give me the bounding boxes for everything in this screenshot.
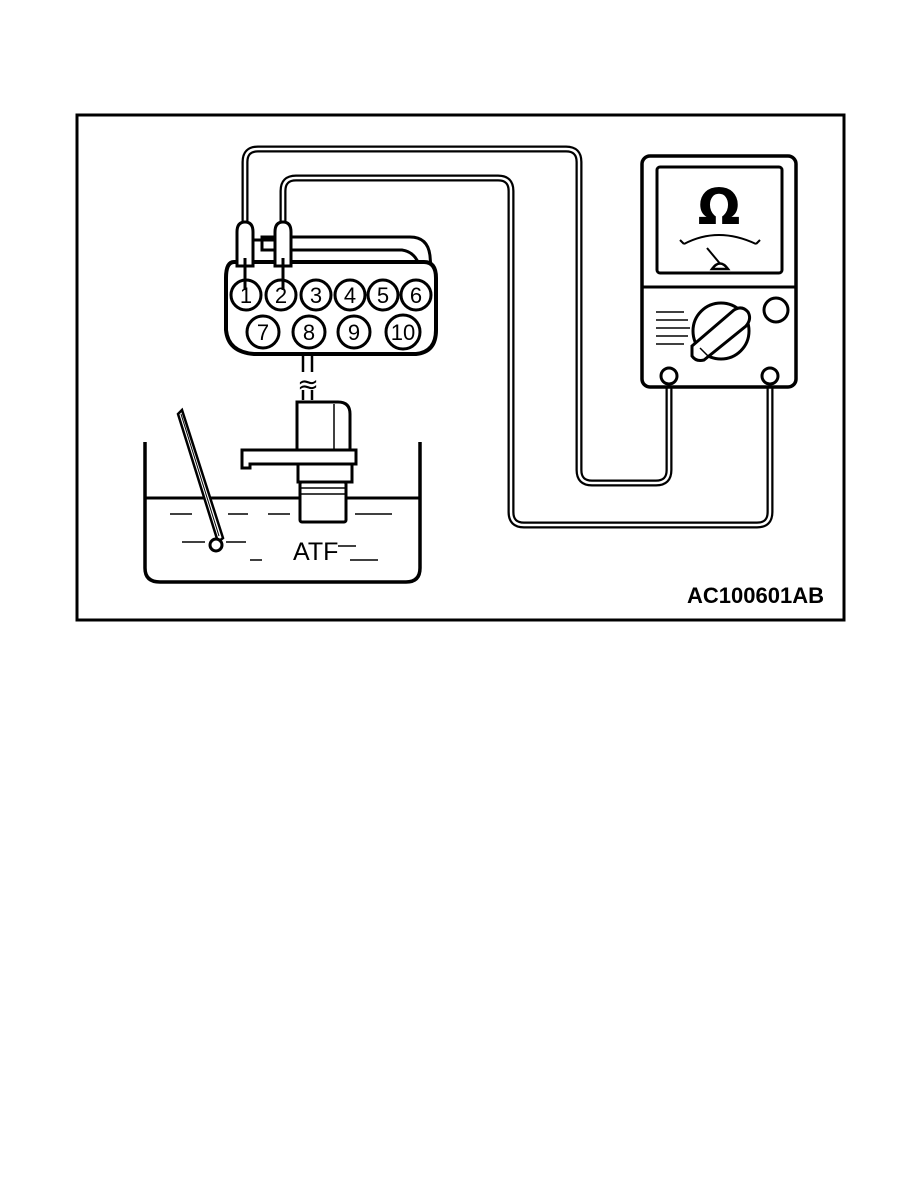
ohmmeter-display <box>655 165 784 275</box>
probe-pin-1 <box>235 220 255 290</box>
ohm-symbol: Ω <box>698 178 741 236</box>
range-selector-knob <box>690 306 752 362</box>
meter-terminal-right <box>760 366 780 386</box>
wire-pin1-to-meter-core <box>243 147 671 485</box>
probe-pin-2 <box>273 220 293 290</box>
pin-5-circle <box>366 278 400 312</box>
resistance-measurement-diagram: 1 2 3 4 5 6 7 8 9 10 ≈ <box>75 113 846 622</box>
pin-8-label: 8 <box>303 320 315 345</box>
pin-4-label: 4 <box>344 283 356 308</box>
meter-scale-arc <box>683 234 757 245</box>
sensor-body-tip <box>298 480 348 524</box>
thermometer-bulb <box>208 537 224 553</box>
fluid-surface <box>145 498 420 582</box>
pin-2-label: 2 <box>275 283 287 308</box>
fluid-label: ATF <box>293 538 338 566</box>
zero-adjust-knob <box>762 296 790 324</box>
thermometer <box>176 407 225 553</box>
pin-9-circle <box>336 314 372 350</box>
pin-2-circle <box>264 278 298 312</box>
sensor-head <box>295 400 352 452</box>
cable-break-mark: ≈ <box>297 370 319 400</box>
sensor-collar <box>296 462 354 484</box>
pin-9-label: 9 <box>348 320 360 345</box>
pin-labels: 1 2 3 4 5 6 7 8 9 10 <box>240 283 422 345</box>
fluid-ripples <box>170 513 392 561</box>
pin-circles <box>229 278 433 351</box>
pin-3-label: 3 <box>310 283 322 308</box>
harness-connector: 1 2 3 4 5 6 7 8 9 10 <box>224 235 438 356</box>
speed-sensor <box>240 400 358 524</box>
container-walls <box>143 442 422 584</box>
pin-6-label: 6 <box>410 283 422 308</box>
pin-10-circle <box>384 313 422 351</box>
pin-3-circle <box>299 278 333 312</box>
wire-pin2-to-meter-core <box>281 176 772 527</box>
meter-needle-hub <box>709 262 731 271</box>
pin-10-label: 10 <box>391 320 415 345</box>
pin-5-label: 5 <box>377 283 389 308</box>
pin-7-circle <box>245 314 281 350</box>
pin-6-circle <box>399 278 433 312</box>
pin-7-label: 7 <box>257 320 269 345</box>
figure-reference-code: AC100601AB <box>687 583 824 608</box>
meter-terminal-left <box>659 366 679 386</box>
ohmmeter: Ω <box>640 154 798 389</box>
pin-4-circle <box>333 278 367 312</box>
range-marks <box>656 311 690 345</box>
pin-8-circle <box>291 314 327 350</box>
pin-1-label: 1 <box>240 283 252 308</box>
